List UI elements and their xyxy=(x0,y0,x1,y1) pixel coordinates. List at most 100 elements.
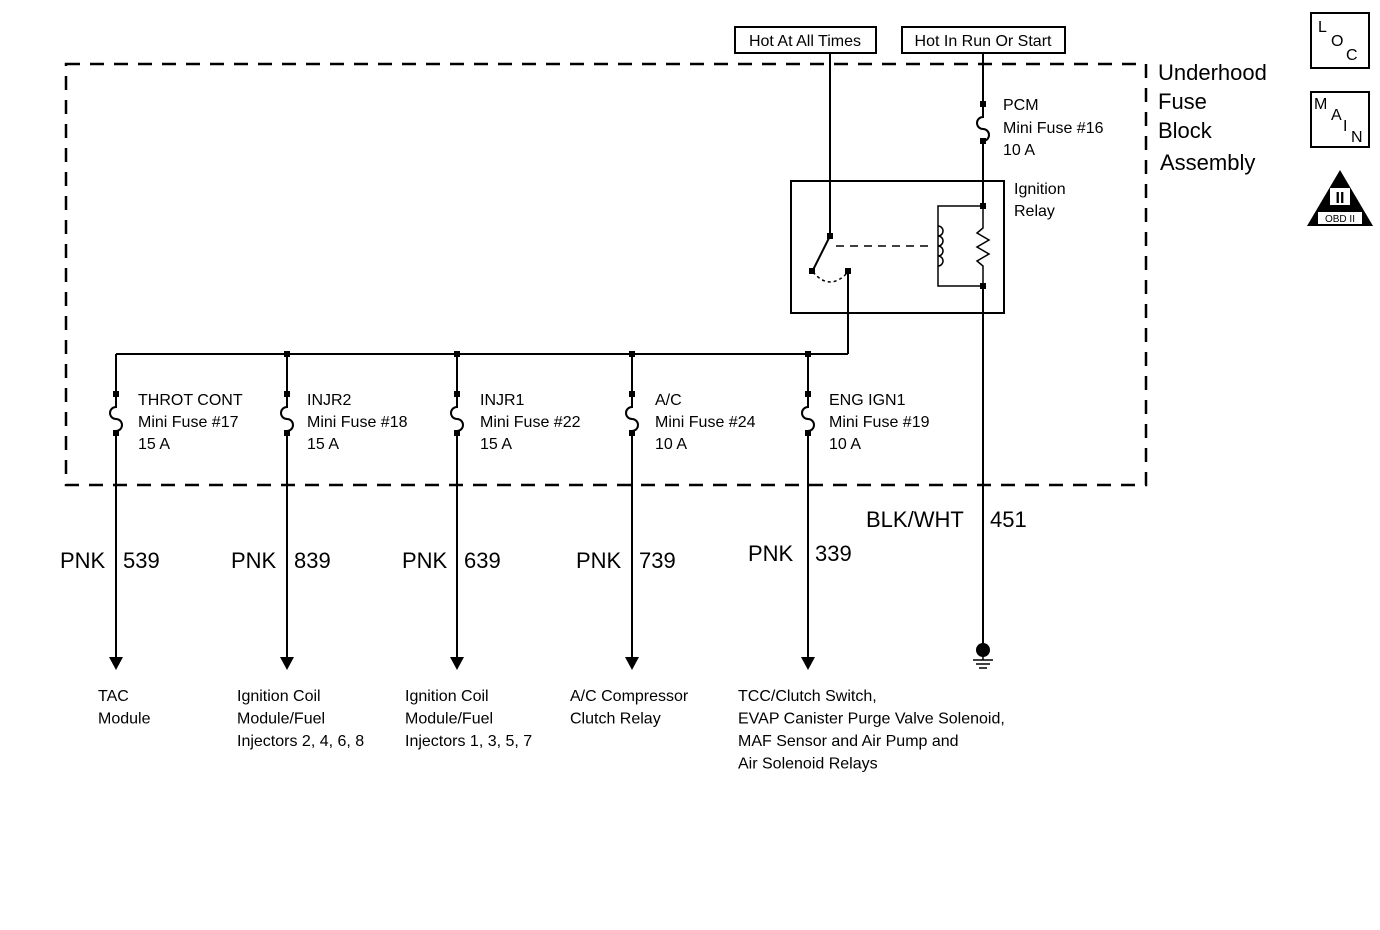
wire-color: PNK xyxy=(576,548,622,573)
fuse-symbol xyxy=(625,397,639,432)
relay-label: Relay xyxy=(1014,203,1055,220)
wire-color: PNK xyxy=(402,548,448,573)
terminal xyxy=(980,101,986,107)
relay-coil-icon xyxy=(937,225,944,267)
switch-travel xyxy=(812,271,849,283)
terminal xyxy=(629,391,635,397)
circuit-number: 639 xyxy=(464,548,501,573)
arrow-down-icon xyxy=(625,657,639,670)
terminal xyxy=(454,430,460,436)
main-badge-letter: A xyxy=(1331,107,1342,124)
wire-color: PNK xyxy=(60,548,106,573)
pcm-fuse-symbol xyxy=(976,107,990,142)
destination-label: Module xyxy=(98,711,151,728)
fuse-amps: 10 A xyxy=(655,436,687,453)
circuit-number: 539 xyxy=(123,548,160,573)
fuse-block-title-line: Underhood xyxy=(1158,60,1267,85)
pcm-fuse-number: Mini Fuse #16 xyxy=(1003,120,1104,137)
fuse-number: Mini Fuse #18 xyxy=(307,414,408,431)
destination-label: Air Solenoid Relays xyxy=(738,756,878,773)
pcm-fuse-name: PCM xyxy=(1003,97,1039,114)
ground-wire-color: BLK/WHT xyxy=(866,507,964,532)
relay-label: Ignition xyxy=(1014,181,1066,198)
terminal xyxy=(980,138,986,144)
loc-badge-letter: C xyxy=(1346,47,1358,64)
destination-label: TCC/Clutch Switch, xyxy=(738,688,877,705)
terminal xyxy=(845,268,851,274)
source-label: Hot At All Times xyxy=(749,33,861,50)
loc-badge-frame xyxy=(1310,12,1370,69)
destination-label: Module/Fuel xyxy=(237,711,325,728)
fuse-symbol xyxy=(109,397,123,432)
fuse-symbol xyxy=(801,397,815,432)
destination-label: Injectors 2, 4, 6, 8 xyxy=(237,733,364,750)
fuse-block-title-line: Block xyxy=(1158,118,1213,143)
fuse-name: INJR1 xyxy=(480,392,525,409)
terminal xyxy=(284,391,290,397)
relay-switch-arm xyxy=(812,235,831,271)
obd-text: OBD II xyxy=(1325,214,1355,225)
relay-resistor-icon xyxy=(975,209,991,283)
terminal xyxy=(629,430,635,436)
fuse-symbol xyxy=(450,397,464,432)
fuse-block-title-line: Assembly xyxy=(1160,150,1255,175)
terminal xyxy=(454,391,460,397)
wire-color: PNK xyxy=(748,541,794,566)
fuse-amps: 15 A xyxy=(138,436,170,453)
ground-splice xyxy=(976,643,990,657)
main-badge-frame xyxy=(1310,91,1370,148)
terminal xyxy=(113,391,119,397)
fuse-amps: 15 A xyxy=(307,436,339,453)
obd-numeral: II xyxy=(1336,190,1345,207)
fuse-block-boundary xyxy=(64,62,1148,487)
obd-text-plate xyxy=(1318,212,1362,224)
ground-icon xyxy=(973,655,993,669)
loc-badge-letter: L xyxy=(1318,19,1327,36)
terminal xyxy=(113,430,119,436)
source-box xyxy=(734,26,877,54)
main-badge-letter: N xyxy=(1351,129,1363,146)
fuse-symbol xyxy=(280,397,294,432)
fuse-name: INJR2 xyxy=(307,392,352,409)
main-badge-letter: I xyxy=(1343,118,1347,135)
fuse-number: Mini Fuse #19 xyxy=(829,414,930,431)
main-badge: M A I N xyxy=(1310,91,1370,148)
fuse-block-title-line: Fuse xyxy=(1158,89,1207,114)
fuse-number: Mini Fuse #22 xyxy=(480,414,581,431)
destination-label: EVAP Canister Purge Valve Solenoid, xyxy=(738,711,1005,728)
pcm-fuse-amps: 10 A xyxy=(1003,142,1035,159)
terminal xyxy=(805,430,811,436)
ground-wire-circuit: 451 xyxy=(990,507,1027,532)
arrow-down-icon xyxy=(280,657,294,670)
destination-label: TAC xyxy=(98,688,129,705)
fuse-block-title: Underhood Fuse Block Assembly xyxy=(1158,60,1267,175)
coil-loop xyxy=(937,205,983,287)
destination-label: Ignition Coil xyxy=(405,688,489,705)
fuse-name: THROT CONT xyxy=(138,392,243,409)
fuse-number: Mini Fuse #24 xyxy=(655,414,756,431)
terminal xyxy=(284,430,290,436)
wire-color: PNK xyxy=(231,548,277,573)
source-hot-in-run-or-start: Hot In Run Or Start xyxy=(901,26,1066,54)
source-box xyxy=(901,26,1066,54)
arrow-down-icon xyxy=(450,657,464,670)
loc-badge: L O C xyxy=(1310,12,1370,69)
fuse-amps: 15 A xyxy=(480,436,512,453)
destination-label: Module/Fuel xyxy=(405,711,493,728)
circuit-number: 739 xyxy=(639,548,676,573)
circuit-number: 839 xyxy=(294,548,331,573)
destination-label: A/C Compressor xyxy=(570,688,689,705)
source-hot-at-all-times: Hot At All Times xyxy=(734,26,877,54)
ignition-relay: Ignition Relay xyxy=(790,53,1066,354)
relay-box xyxy=(790,180,1005,314)
destination-label: Clutch Relay xyxy=(570,711,661,728)
destination-label: Injectors 1, 3, 5, 7 xyxy=(405,733,532,750)
loc-badge-letter: O xyxy=(1331,33,1343,50)
terminal xyxy=(805,391,811,397)
